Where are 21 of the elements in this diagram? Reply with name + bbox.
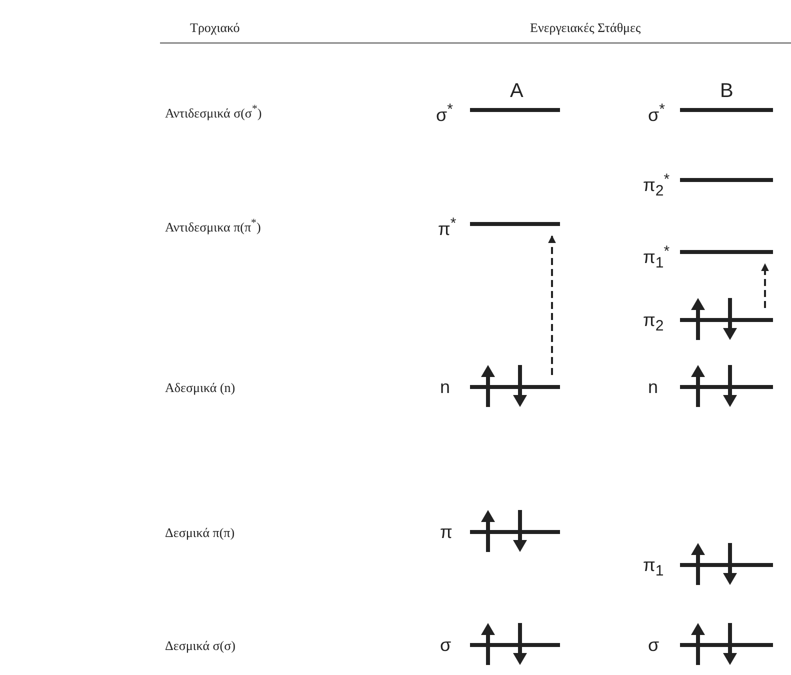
column-letter: A — [510, 80, 524, 103]
orbital-symbol: π$_{2}$ — [643, 309, 664, 337]
row-label: Αντιδεσμικά σ(σ$^{*}$) — [165, 103, 262, 122]
row-label: Δεσμικά π(π) — [165, 525, 235, 541]
orbital-symbol: σ$^{*}$ — [436, 100, 453, 127]
orbital-symbol: σ — [648, 634, 660, 657]
transition-arrow — [548, 235, 556, 375]
orbital-symbol: π — [440, 521, 452, 544]
orbital-symbol: n — [440, 376, 450, 399]
orbital-symbol: σ — [440, 634, 452, 657]
orbital-symbol: σ$^{*}$ — [648, 100, 665, 127]
column-letter: B — [720, 80, 734, 103]
orbital-symbol: π$^{*}$ — [438, 214, 456, 241]
orbital-symbol: n — [648, 376, 658, 399]
row-label: Δεσμικά σ(σ) — [165, 638, 236, 654]
row-label: Αδεσμικά (n) — [165, 380, 236, 396]
column-heading: Τροχιακό — [190, 20, 240, 36]
transition-arrow — [761, 263, 769, 308]
row-label: Αντιδεσμικα π(π$^{*}$) — [165, 217, 261, 236]
orbital-symbol: π$_{1}$ — [643, 554, 664, 582]
column-heading: Ενεργειακές Στάθμες — [530, 20, 641, 36]
